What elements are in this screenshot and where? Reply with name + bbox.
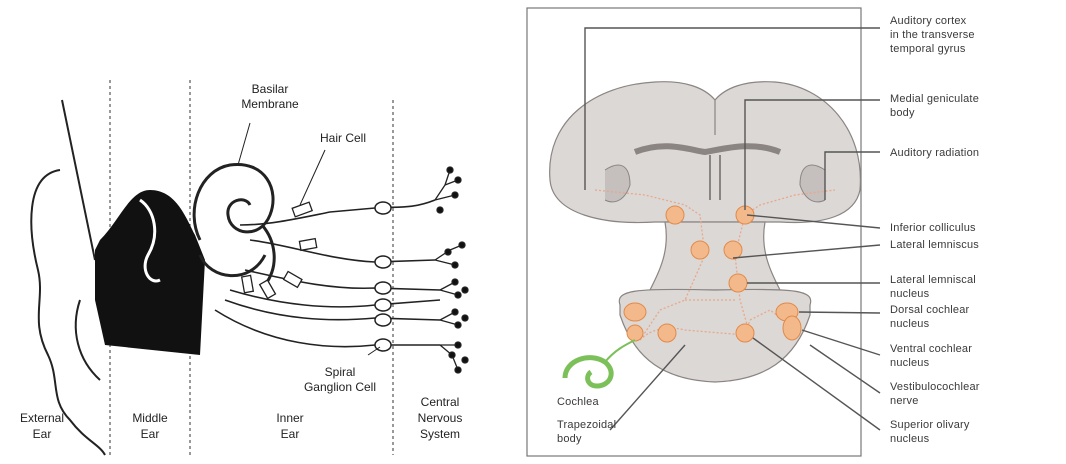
label-basilar-1: Basilar [252,82,289,96]
region-cns-1: Central [421,395,460,409]
label-basilar-2: Membrane [241,97,299,111]
inferior-colliculus-left [666,206,684,224]
label-ventral-cochlear-1: Ventral cochlear [890,343,972,355]
leader-ganglion [368,347,380,355]
label-cochlea: Cochlea [557,396,599,408]
leader-hair-cell [300,150,325,205]
region-cns-2: Nervous [418,411,463,425]
label-vestibulocochlear-1: Vestibulocochlear [890,381,980,393]
label-trapezoidal-1: Trapezoidal [557,419,616,431]
label-ventral-cochlear-2: nucleus [890,357,930,369]
region-inner-2: Ear [281,427,300,441]
label-lateral-lemniscal-1: Lateral lemniscal [890,274,976,286]
superior-olivary-right [736,324,754,342]
label-hair-cell: Hair Cell [320,131,366,145]
label-vestibulocochlear-2: nerve [890,395,919,407]
label-auditory-radiation: Auditory radiation [890,147,979,159]
dorsal-cochlear-left [624,303,646,321]
label-superior-olivary-1: Superior olivary [890,419,970,431]
cns-terminal-branches [435,167,468,373]
auditory-pathway-diagram: Auditory cortex in the transverse tempor… [525,0,1066,459]
pons-medulla [619,289,810,382]
region-middle-1: Middle [132,411,168,425]
label-medial-geniculate-2: body [890,107,915,119]
label-lateral-lemniscus: Lateral lemniscus [890,239,979,251]
spiral-ganglion-cells [375,202,391,351]
label-auditory-cortex-1: Auditory cortex [890,15,967,27]
label-trapezoidal-2: body [557,433,582,445]
label-spiral-2: Ganglion Cell [304,380,376,394]
label-auditory-cortex-2: in the transverse [890,29,975,41]
label-dorsal-cochlear-2: nucleus [890,318,930,330]
lateral-lemniscal-right [724,241,742,259]
label-lateral-lemniscal-2: nucleus [890,288,930,300]
external-ear-shape [31,100,105,455]
label-auditory-cortex-3: temporal gyrus [890,43,966,55]
cochlea-icon [565,340,635,386]
region-middle-2: Ear [141,427,160,441]
superior-olivary-left [658,324,676,342]
label-inferior-colliculus: Inferior colliculus [890,222,976,234]
lateral-lemniscal-nucleus [729,274,747,292]
ventral-cochlear-left [627,325,643,341]
label-superior-olivary-2: nucleus [890,433,930,445]
leader-basilar [238,123,250,165]
label-dorsal-cochlear-1: Dorsal cochlear [890,304,970,316]
region-cns-3: System [420,427,460,441]
region-inner-1: Inner [276,411,303,425]
lateral-lemniscal-left [691,241,709,259]
label-medial-geniculate-1: Medial geniculate [890,93,979,105]
cochlea-coil [194,164,274,285]
region-external-1: External [20,411,64,425]
ear-pathway-diagram: Basilar Membrane Hair Cell Spiral Gangli… [0,0,500,459]
ventral-cochlear-right [783,316,801,340]
ear-canal-middle-ear [95,190,205,355]
ear-pathway-svg: Basilar Membrane Hair Cell Spiral Gangli… [0,0,500,459]
region-external-2: Ear [33,427,52,441]
auditory-pathway-svg: Auditory cortex in the transverse tempor… [525,0,1066,459]
label-spiral-1: Spiral [325,365,356,379]
